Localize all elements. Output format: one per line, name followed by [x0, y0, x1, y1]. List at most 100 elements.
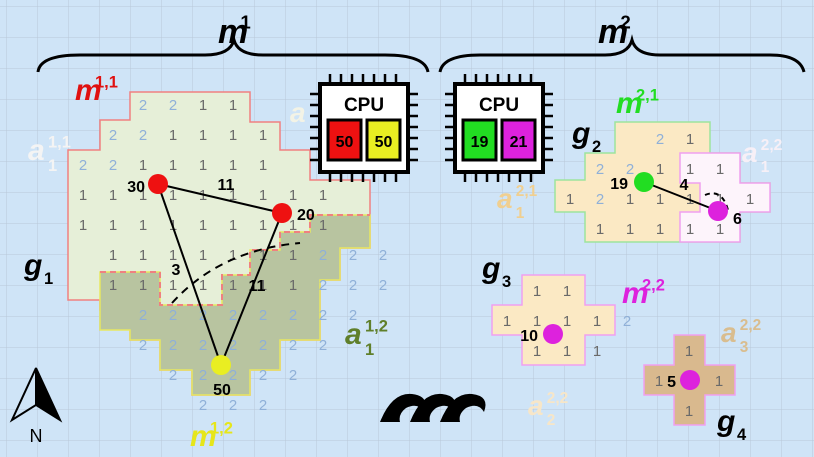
- cell-weight: 2: [259, 337, 267, 354]
- waves-icon: [380, 393, 486, 422]
- node-30[interactable]: [148, 174, 168, 194]
- cell-weight: 1: [169, 127, 177, 144]
- cell-weight: 1: [109, 247, 117, 264]
- cpu-core-value: 50: [375, 134, 393, 151]
- cell-weight: 1: [79, 187, 87, 204]
- node-10[interactable]: [543, 324, 563, 344]
- cell-weight: 1: [686, 221, 694, 238]
- node-label-30: 30: [127, 179, 145, 196]
- cell-weight: 1: [109, 187, 117, 204]
- cell-weight: 1: [139, 157, 147, 174]
- node-5[interactable]: [680, 370, 700, 390]
- cell-weight: 2: [199, 397, 207, 414]
- cell-weight: 1: [199, 277, 207, 294]
- cell-weight: 2: [229, 397, 237, 414]
- cell-weight: 1: [566, 191, 574, 208]
- cell-weight: 2: [139, 337, 147, 354]
- cell-weight: 1: [199, 127, 207, 144]
- cell-weight: 2: [169, 367, 177, 384]
- cell-weight: 2: [169, 307, 177, 324]
- edge-19-6: [643, 181, 719, 212]
- cell-weight: 1: [626, 221, 634, 238]
- cell-weight: 2: [139, 97, 147, 114]
- cell-weight: 1: [169, 187, 177, 204]
- cell-weight: 1: [746, 191, 754, 208]
- cell-weight: 1: [686, 131, 694, 148]
- cpu-core-2: [365, 118, 402, 162]
- cell-weight: 1: [716, 191, 724, 208]
- cell-weight: 2: [169, 337, 177, 354]
- cell-weight: 1: [259, 187, 267, 204]
- cell-weight: 2: [259, 307, 267, 324]
- cell-weight: 2: [169, 97, 177, 114]
- cpu-core-value: 21: [510, 134, 528, 151]
- cpu-label: CPU: [479, 95, 519, 116]
- node-20[interactable]: [272, 203, 292, 223]
- cell-weight: 2: [79, 157, 87, 174]
- cell-weight: 1: [229, 187, 237, 204]
- cpu-label: CPU: [344, 95, 384, 116]
- cpu-core-1: [461, 118, 498, 162]
- cell-weight: 1: [626, 191, 634, 208]
- label-m1: m1: [218, 12, 251, 51]
- cell-weight: 1: [139, 247, 147, 264]
- cell-weight: 1: [563, 313, 571, 330]
- cell-weight: 1: [229, 277, 237, 294]
- cell-weight: 1: [289, 247, 297, 264]
- cell-weight: 1: [199, 97, 207, 114]
- node-6[interactable]: [708, 201, 728, 221]
- cell-weight: 2: [139, 127, 147, 144]
- cell-weight: 1: [259, 217, 267, 234]
- north-label: N: [30, 426, 43, 446]
- cell-weight: 2: [319, 337, 327, 354]
- cell-weight: 2: [259, 397, 267, 414]
- cell-weight: 2: [229, 307, 237, 324]
- cell-weight: 2: [259, 367, 267, 384]
- cell-weight: 1: [229, 217, 237, 234]
- cell-weight: 1: [139, 217, 147, 234]
- cell-weight: 1: [229, 157, 237, 174]
- cell-weight: 1: [593, 313, 601, 330]
- cell-weight: 1: [229, 127, 237, 144]
- cell-weight: 1: [593, 343, 601, 360]
- cell-weight: 1: [229, 247, 237, 264]
- cell-weight: 1: [139, 277, 147, 294]
- cell-weight: 1: [533, 343, 541, 360]
- cell-weight: 2: [229, 367, 237, 384]
- region-g3: [491, 274, 616, 366]
- cell-weight: 2: [289, 337, 297, 354]
- cell-weight: 2: [596, 161, 604, 178]
- cell-weight: 1: [139, 187, 147, 204]
- brace-m1: [36, 34, 430, 73]
- cell-weight: 1: [199, 157, 207, 174]
- node-19[interactable]: [634, 172, 654, 192]
- edge-label-30-50: 3: [172, 262, 181, 279]
- cell-weight: 2: [199, 367, 207, 384]
- cell-weight: 1: [229, 97, 237, 114]
- cell-weight: 1: [169, 277, 177, 294]
- node-label-20: 20: [297, 207, 315, 224]
- cell-weight: 2: [109, 127, 117, 144]
- node-label-6: 6: [733, 211, 742, 228]
- cell-weight: 1: [656, 221, 664, 238]
- north-arrow: N: [9, 367, 63, 446]
- edge-30-50: [157, 183, 222, 366]
- cpu-core-value: 50: [336, 134, 354, 151]
- cell-weight: 1: [563, 343, 571, 360]
- cell-weight: 1: [79, 217, 87, 234]
- cpu-core-2: [500, 118, 537, 162]
- cell-weight: 2: [319, 247, 327, 264]
- node-50[interactable]: [211, 355, 231, 375]
- cell-weight: 1: [503, 313, 511, 330]
- label-m12: m1,2: [190, 419, 233, 453]
- node-label-50: 50: [213, 382, 231, 399]
- cell-weight: 2: [656, 131, 664, 148]
